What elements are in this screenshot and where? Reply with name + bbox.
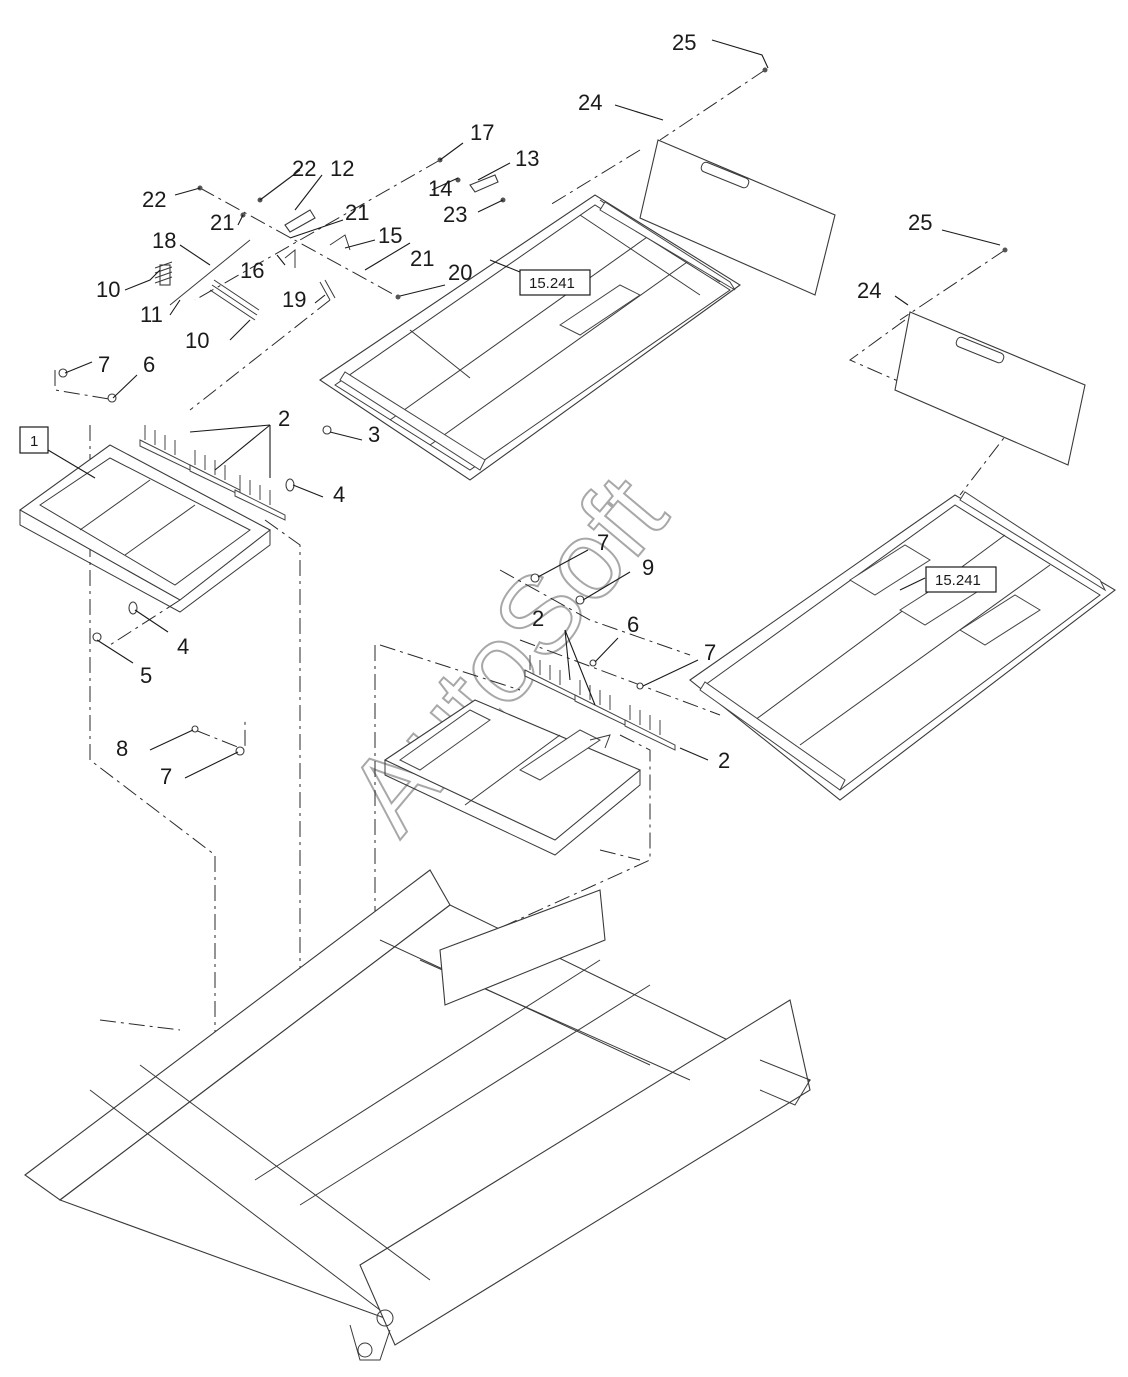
callout-25: 25 (672, 30, 696, 55)
callout-labels: 25 24 17 13 22 12 14 22 21 23 21 15 18 2… (96, 30, 932, 789)
callout-6: 6 (627, 612, 639, 637)
callout-12: 12 (330, 156, 354, 181)
callout-25: 25 (908, 210, 932, 235)
callout-10: 10 (96, 277, 120, 302)
callout-3: 3 (368, 422, 380, 447)
lever-15 (329, 234, 351, 251)
leader-lines (47, 39, 1001, 779)
bolt-3 (322, 425, 332, 435)
callout-7: 7 (98, 352, 110, 377)
washer-4a (285, 478, 295, 492)
callout-22: 22 (142, 187, 166, 212)
callout-17: 17 (470, 120, 494, 145)
reference-box-right[interactable]: 15.241 (925, 566, 997, 593)
pin-19 (319, 279, 336, 301)
callout-4: 4 (333, 482, 345, 507)
washer-7a (58, 368, 68, 378)
callout-13: 13 (515, 146, 539, 171)
callout-2: 2 (278, 406, 290, 431)
spring-10b (209, 279, 260, 321)
callout-8: 8 (116, 736, 128, 761)
bracket-12 (284, 209, 316, 233)
reference-box-upper[interactable]: 15.241 (519, 269, 591, 296)
sieve-frame-right (689, 491, 1116, 801)
sieve-frame-upper (319, 194, 741, 481)
clip-13 (469, 174, 499, 193)
callout-21: 21 (410, 246, 434, 271)
callout-7: 7 (160, 764, 172, 789)
washer-7b (235, 746, 245, 756)
chassis-frame (24, 869, 812, 1361)
callout-16: 16 (240, 258, 264, 283)
callout-6: 6 (143, 352, 155, 377)
bolt-6b (589, 659, 597, 667)
callout-23: 23 (443, 202, 467, 227)
hardware-parts (58, 67, 1008, 756)
comb-parts-left (139, 425, 286, 521)
callout-4: 4 (177, 634, 189, 659)
bracket-16 (284, 248, 296, 268)
callout-5: 5 (140, 663, 152, 688)
washer-7c (530, 573, 540, 583)
rod-11 (169, 239, 251, 306)
sieve-center (383, 699, 642, 856)
callout-10: 10 (185, 328, 209, 353)
callout-9: 9 (642, 555, 654, 580)
screen-panel-upper (639, 139, 836, 296)
callout-2: 2 (532, 606, 544, 631)
callout-7: 7 (704, 640, 716, 665)
callout-14: 14 (428, 176, 452, 201)
callout-21: 21 (345, 200, 369, 225)
bolt-6a (107, 393, 117, 403)
callout-15: 15 (378, 223, 402, 248)
callout-22: 22 (292, 156, 316, 181)
callout-18: 18 (152, 228, 176, 253)
boxed-label-1: 1 (19, 426, 49, 454)
boxed-label-1-text: 1 (30, 433, 38, 450)
bolt-9 (575, 595, 585, 605)
comb-parts-right (524, 655, 676, 751)
reference-box-right-text: 15.241 (935, 572, 981, 589)
callout-19: 19 (282, 287, 306, 312)
callout-11: 11 (140, 302, 163, 327)
screen-panel-lower (894, 311, 1086, 466)
pin-8 (191, 725, 199, 733)
washer-7d (636, 682, 644, 690)
callout-24: 24 (578, 90, 602, 115)
callout-2: 2 (718, 748, 730, 773)
frame-assembly-1 (18, 444, 272, 613)
callout-24: 24 (857, 278, 881, 303)
callout-20: 20 (448, 260, 472, 285)
reference-box-upper-text: 15.241 (529, 275, 575, 292)
nut-5 (92, 632, 102, 642)
washer-4b (128, 601, 138, 615)
callout-7: 7 (597, 530, 609, 555)
callout-21: 21 (210, 210, 234, 235)
bracket-small (589, 734, 611, 749)
